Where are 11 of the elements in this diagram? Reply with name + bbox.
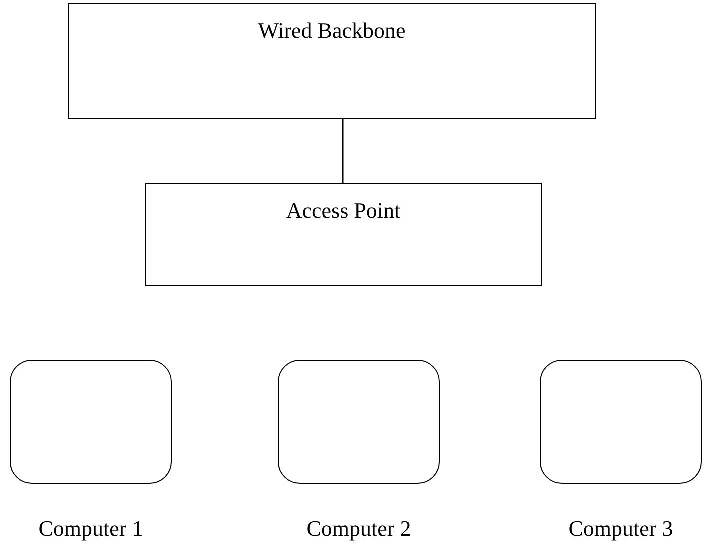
computer-label: Computer 3 <box>568 516 674 542</box>
node-label: Access Point <box>285 198 402 224</box>
network-box <box>68 3 596 119</box>
computer-box <box>278 360 440 484</box>
connector-line <box>342 119 344 183</box>
node-label: Wired Backbone <box>257 18 407 44</box>
computer-label: Computer 1 <box>38 516 144 542</box>
computer-label: Computer 2 <box>306 516 412 542</box>
computer-box <box>10 360 172 484</box>
computer-box <box>540 360 702 484</box>
network-box <box>145 183 542 286</box>
